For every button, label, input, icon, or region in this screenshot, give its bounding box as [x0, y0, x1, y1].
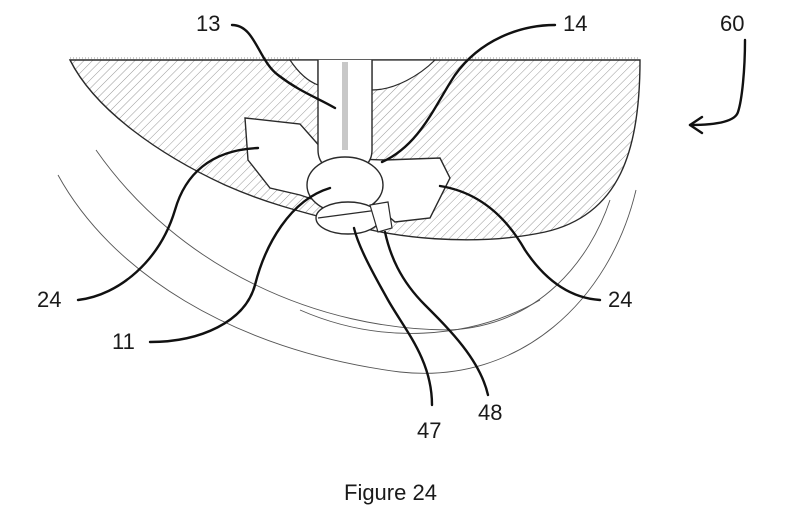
- leader-24-left: [76, 146, 260, 302]
- leader-13: [230, 23, 337, 110]
- leader-47: [352, 226, 434, 407]
- arrow-60-head: [688, 115, 704, 135]
- ref-24-right: 24: [608, 287, 632, 312]
- leader-60: [688, 38, 747, 127]
- leader-11: [148, 186, 332, 344]
- figure-caption: Figure 24: [344, 480, 437, 505]
- leader-48: [383, 230, 490, 397]
- leader-14: [380, 23, 557, 164]
- ref-60: 60: [720, 11, 744, 36]
- ref-14: 14: [563, 11, 587, 36]
- socket-lip: [369, 201, 393, 233]
- ref-24-left: 24: [37, 287, 61, 312]
- ref-13: 13: [196, 11, 220, 36]
- ref-47: 47: [417, 418, 441, 443]
- housing-outline: [57, 149, 637, 374]
- ref-11: 11: [112, 329, 135, 354]
- ref-48: 48: [478, 400, 502, 425]
- leader-lines: [76, 23, 747, 407]
- leader-24-right: [438, 184, 602, 302]
